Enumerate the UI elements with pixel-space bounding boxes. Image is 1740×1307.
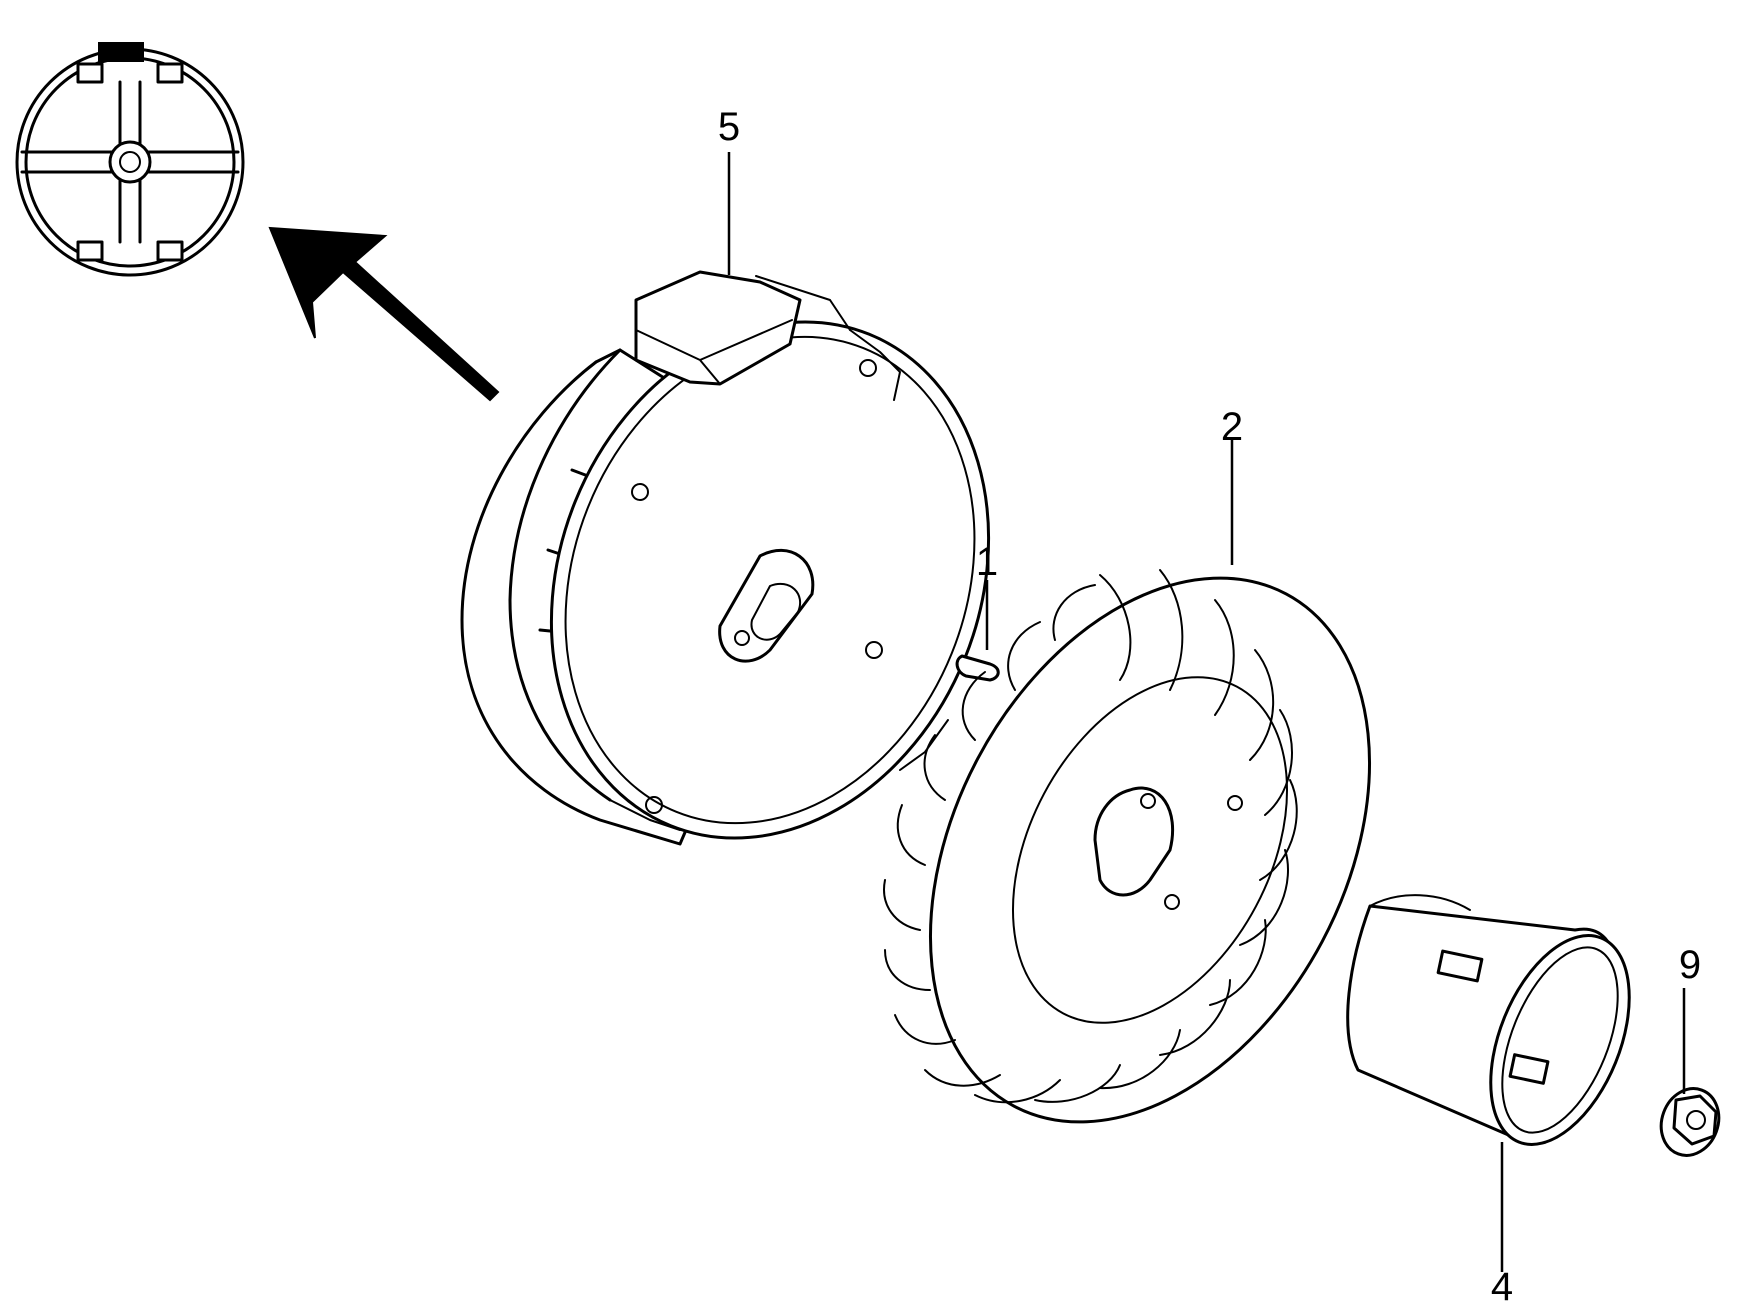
part-4-sleeve [1346, 894, 1631, 1146]
part-9-nut [1659, 1087, 1721, 1157]
callout-leaders [727, 152, 1686, 1272]
callout-5: 5 [718, 105, 740, 149]
callout-2: 2 [1221, 405, 1243, 449]
part-2-fan [883, 569, 1371, 1124]
part-1-key [955, 654, 1000, 682]
direction-arrow [268, 226, 500, 402]
callout-1: 1 [976, 540, 998, 584]
callout-4: 4 [1491, 1265, 1513, 1307]
inset-detail-view [15, 42, 245, 277]
callout-9: 9 [1679, 943, 1701, 987]
part-5-clutch [460, 270, 991, 846]
